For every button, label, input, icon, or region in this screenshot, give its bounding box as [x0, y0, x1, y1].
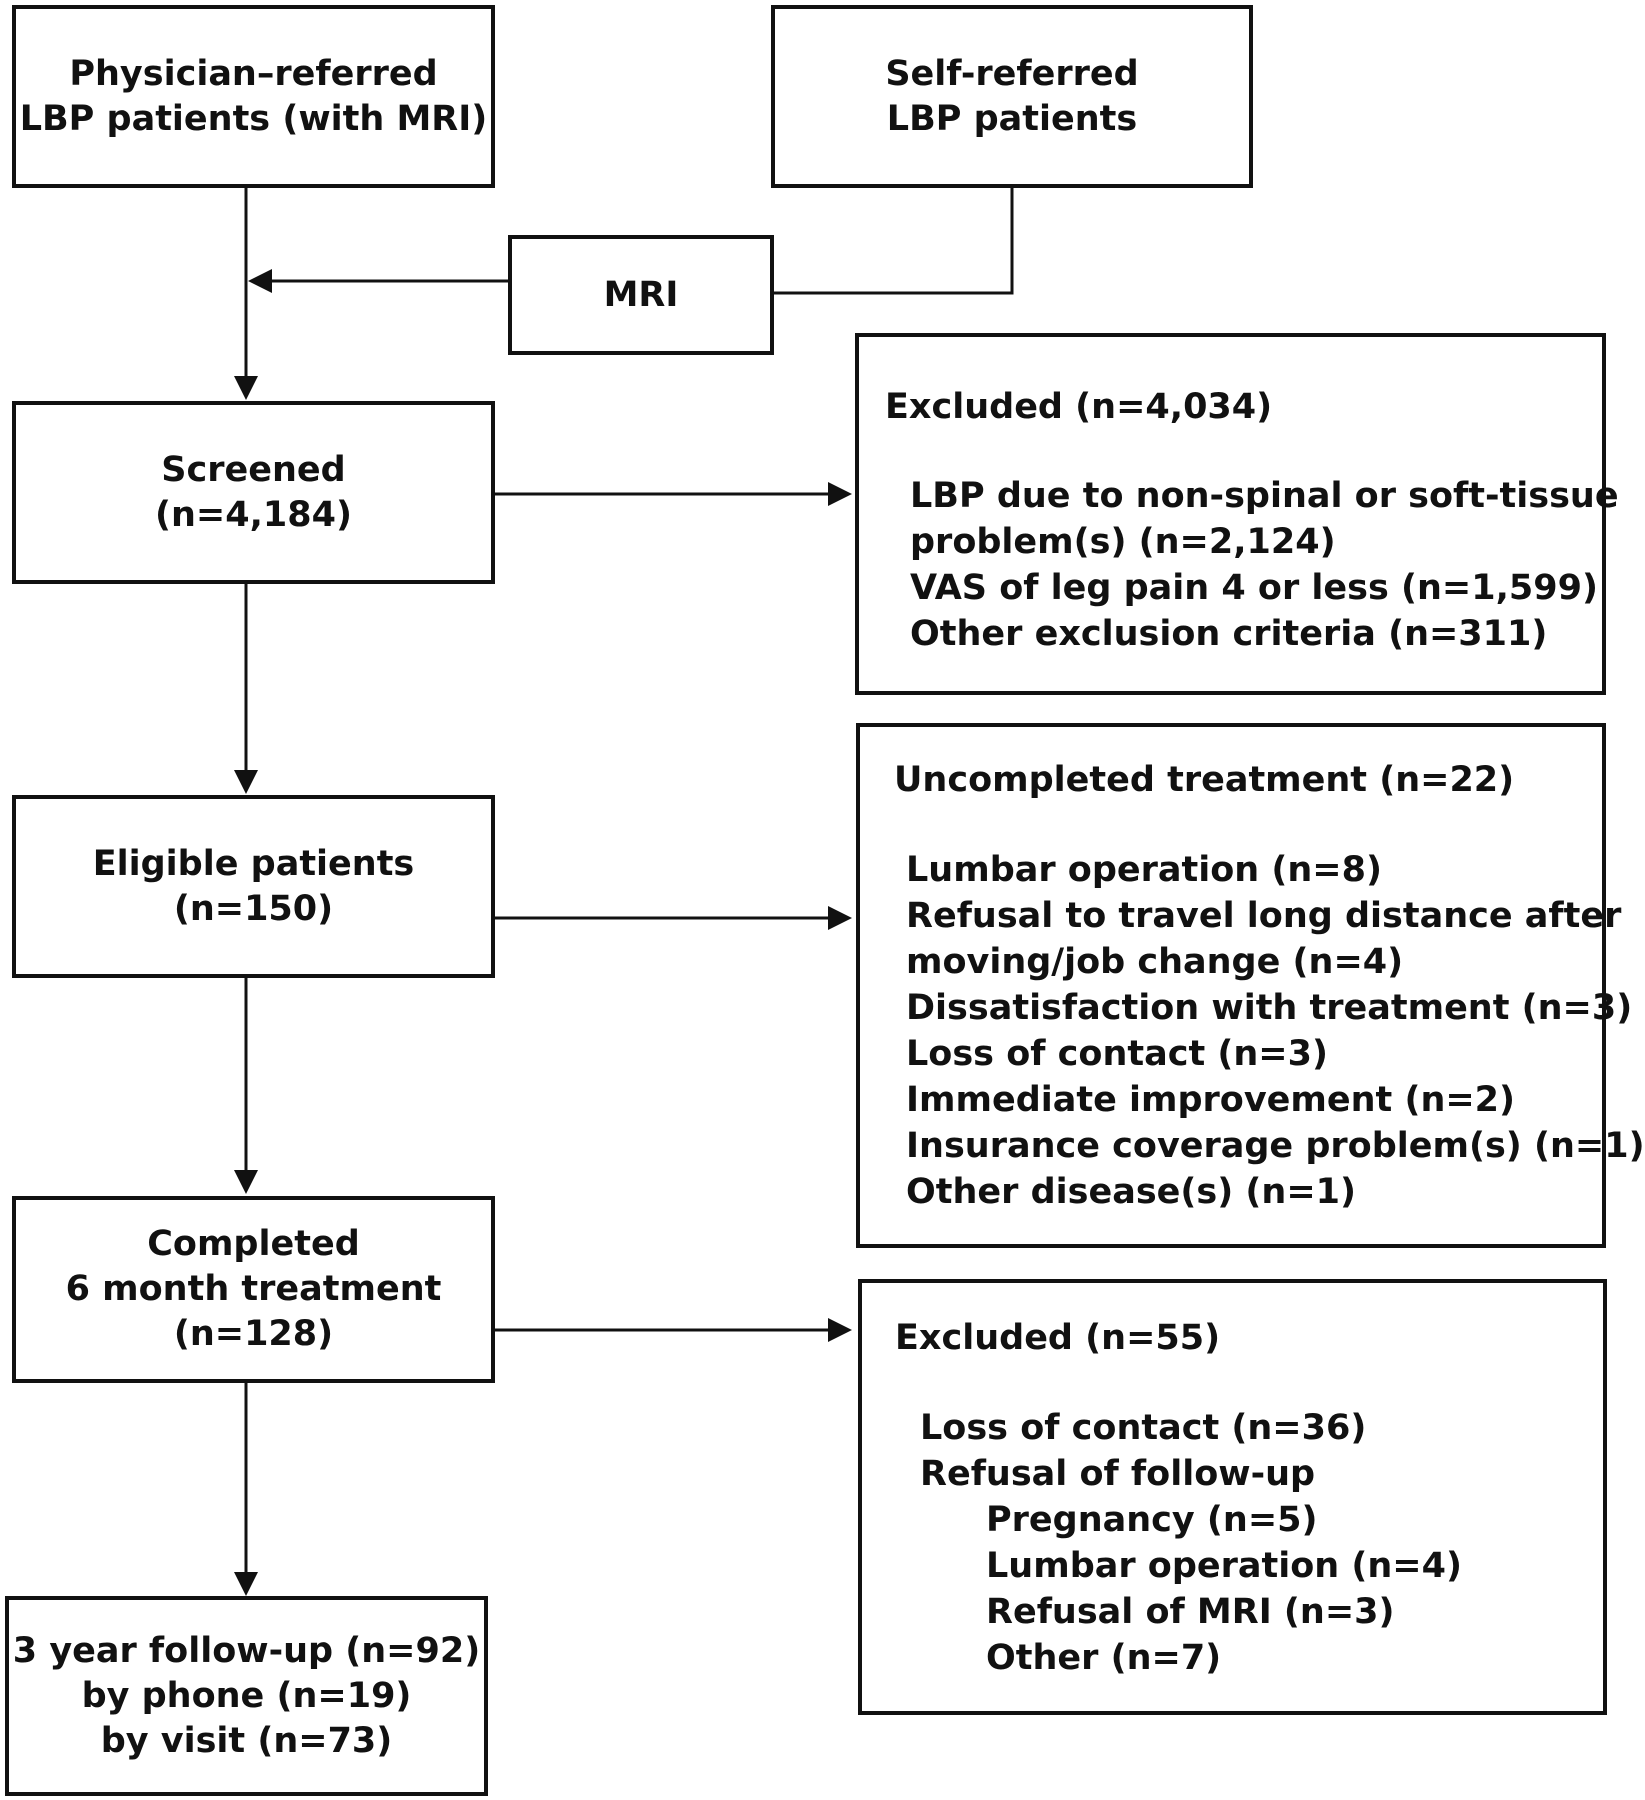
- uncompleted-item: Dissatisfaction with treatment (n=3): [906, 988, 1633, 1028]
- excluded-followup-heading: Excluded (n=55): [895, 1318, 1221, 1358]
- completed-box-line-1: Completed: [147, 1224, 360, 1264]
- arrowhead-right-uncompleted: [828, 906, 852, 930]
- excluded-followup-subitem: Other (n=7): [986, 1638, 1222, 1678]
- excluded-screening-item: VAS of leg pain 4 or less (n=1,599): [910, 568, 1598, 608]
- followup-box-line-1: 3 year follow-up (n=92): [12, 1630, 481, 1671]
- uncompleted-item: Immediate improvement (n=2): [906, 1080, 1516, 1120]
- arrowhead-right-excluded: [828, 482, 852, 506]
- uncompleted-item: moving/job change (n=4): [906, 942, 1404, 982]
- followup-box: 3 year follow-up (n=92) by phone (n=19) …: [5, 1596, 488, 1796]
- arrowhead-down-eligible: [234, 770, 258, 794]
- screened-box: Screened (n=4,184): [12, 401, 495, 584]
- excluded-followup-subitem: Lumbar operation (n=4): [986, 1546, 1462, 1586]
- eligible-box-line-1: Eligible patients: [92, 843, 415, 884]
- connector-layer: [234, 186, 1014, 1596]
- excluded-followup-box: Excluded (n=55) Loss of contact (n=36) R…: [858, 1279, 1607, 1715]
- eligible-box-line-2: (n=150): [173, 888, 334, 929]
- completed-box-line-3: (n=128): [173, 1314, 334, 1354]
- excluded-screening-heading: Excluded (n=4,034): [885, 387, 1273, 427]
- self-box-line-1: Self-referred: [885, 53, 1139, 94]
- mri-box: MRI: [508, 235, 774, 355]
- screened-box-line-2: (n=4,184): [155, 494, 352, 535]
- mri-box-label: MRI: [603, 274, 679, 315]
- physician-referred-box: Physician–referred LBP patients (with MR…: [12, 5, 495, 188]
- uncompleted-item: Lumbar operation (n=8): [906, 850, 1382, 890]
- excluded-screening-box: Excluded (n=4,034) LBP due to non-spinal…: [855, 333, 1619, 695]
- excluded-screening-item: LBP due to non-spinal or soft-tissue: [910, 476, 1619, 516]
- connector-self-to-mri: [774, 186, 1014, 295]
- excluded-followup-item: Loss of contact (n=36): [920, 1408, 1367, 1448]
- uncompleted-item: Loss of contact (n=3): [906, 1034, 1328, 1074]
- excluded-followup-item: Refusal of follow-up: [920, 1454, 1316, 1494]
- completed-box-line-2: 6 month treatment: [65, 1269, 442, 1309]
- self-referred-box: Self-referred LBP patients: [771, 5, 1253, 188]
- self-box-line-2: LBP patients: [886, 98, 1138, 139]
- arrowhead-down-screened: [234, 376, 258, 400]
- eligible-box: Eligible patients (n=150): [12, 795, 495, 978]
- excluded-screening-item: problem(s) (n=2,124): [910, 522, 1336, 562]
- flowchart: Physician–referred LBP patients (with MR…: [5, 5, 1645, 1796]
- uncompleted-heading: Uncompleted treatment (n=22): [894, 760, 1515, 800]
- arrowhead-down-completed: [234, 1170, 258, 1194]
- uncompleted-item: Insurance coverage problem(s) (n=1): [906, 1126, 1645, 1166]
- followup-box-line-2: by phone (n=19): [81, 1675, 412, 1716]
- arrowhead-down-followup: [234, 1572, 258, 1596]
- followup-box-line-3: by visit (n=73): [100, 1720, 393, 1761]
- uncompleted-treatment-box: Uncompleted treatment (n=22) Lumbar oper…: [856, 723, 1645, 1248]
- arrowhead-right-excluded2: [828, 1318, 852, 1342]
- uncompleted-item: Refusal to travel long distance after: [906, 896, 1622, 936]
- excluded-followup-subitem: Refusal of MRI (n=3): [986, 1592, 1395, 1632]
- excluded-screening-item: Other exclusion criteria (n=311): [910, 614, 1548, 654]
- excluded-followup-subitem: Pregnancy (n=5): [986, 1500, 1318, 1540]
- screened-box-line-1: Screened: [161, 449, 346, 490]
- arrowhead-left-main: [248, 269, 272, 293]
- uncompleted-item: Other disease(s) (n=1): [906, 1172, 1356, 1212]
- physician-box-line-2: LBP patients (with MRI): [19, 98, 488, 139]
- physician-box-line-1: Physician–referred: [69, 53, 438, 94]
- completed-box: Completed 6 month treatment (n=128): [12, 1196, 495, 1383]
